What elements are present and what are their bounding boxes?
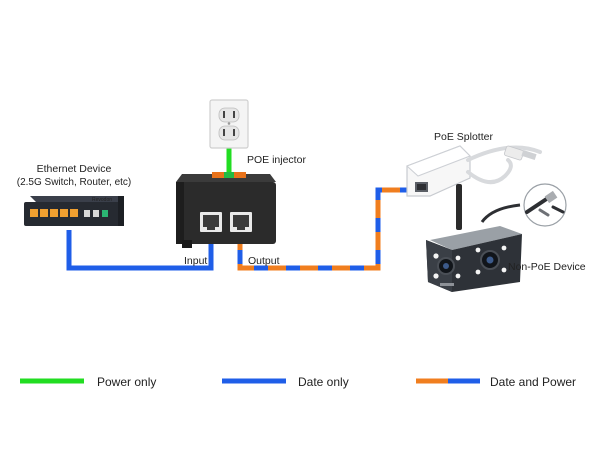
text-labels: Ethernet Device (2.5G Switch, Router, et… [17,131,586,273]
ethernet-switch-icon: Revodon [24,196,124,226]
poe-splitter-label: PoE Splotter [434,131,493,143]
data-cable-switch-to-injector [66,230,214,271]
legend-label-data: Date only [298,375,349,389]
ethernet-device-label: Ethernet Device [37,163,112,175]
legend-label-power: Power only [97,375,156,389]
poe-splitter-icon [406,145,542,197]
legend-label-both: Date and Power [490,375,576,389]
legend-item-data: Date only [222,375,349,389]
non-poe-device-label: Non-PoE Device [508,261,586,273]
legend: Power only Date only Date and Power [20,375,576,389]
poe-injector-icon [176,172,276,248]
brand-label: Revodon [92,197,112,203]
legend-item-power: Power only [20,375,156,389]
output-port-label: Output [248,255,280,267]
data-power-cable-dashes [237,187,418,271]
ip-camera-icon [426,184,522,292]
legend-item-both: Date and Power [416,375,576,389]
dc-plug-icon [523,183,567,227]
poe-injector-label: POE injector [247,154,306,166]
input-port-label: Input [184,255,207,267]
wall-outlet-icon [209,99,249,149]
ethernet-device-sublabel: (2.5G Switch, Router, etc) [17,177,132,188]
